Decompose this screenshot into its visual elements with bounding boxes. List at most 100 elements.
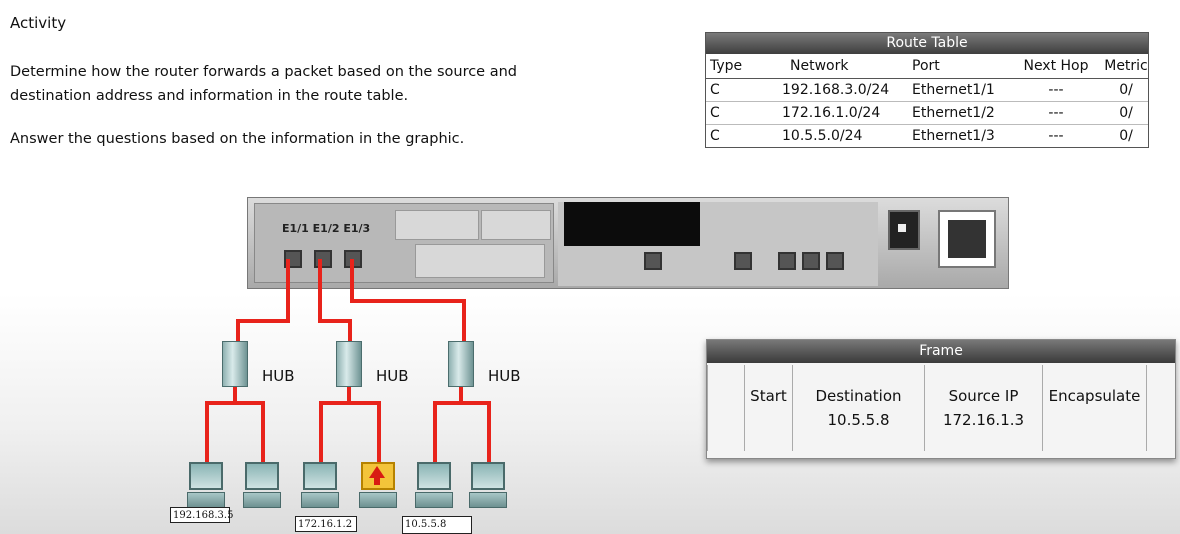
wire	[348, 319, 352, 341]
pc-icon[interactable]	[243, 462, 281, 512]
power-socket-inner	[948, 220, 986, 258]
router-port	[734, 252, 752, 270]
power-knob	[898, 224, 906, 232]
hub-label: HUB	[376, 367, 409, 385]
wire	[462, 299, 466, 341]
frame-fields[interactable]: Start Destination 10.5.5.8 Source IP 172…	[707, 365, 1175, 451]
frame-field-source-ip[interactable]: Source IP 172.16.1.3	[925, 365, 1043, 451]
column-header-network: Network	[790, 58, 849, 74]
column-header-metric: Metric	[1104, 58, 1148, 74]
hub-label: HUB	[488, 367, 521, 385]
pc-screen	[303, 462, 337, 490]
route-table-header: Type Network Port Next Hop Metric	[706, 54, 1148, 79]
pc-icon[interactable]	[301, 462, 339, 512]
wire	[319, 401, 381, 405]
column-header-type: Type	[710, 58, 743, 74]
hub-label: HUB	[262, 367, 295, 385]
router-port	[644, 252, 662, 270]
instruction-text-1: Determine how the router forwards a pack…	[10, 64, 517, 104]
port-e1-2[interactable]	[314, 250, 332, 268]
wire	[233, 387, 237, 405]
frame-field-label: Source IP	[948, 387, 1019, 405]
pc-screen	[417, 462, 451, 490]
cell-network: 172.16.1.0/24	[782, 105, 881, 121]
pc-screen	[189, 462, 223, 490]
wire	[286, 259, 290, 323]
frame-panel: Frame Start Destination 10.5.5.8 Source …	[706, 339, 1176, 459]
router-ports-label: E1/1 E1/2 E1/3	[282, 222, 371, 235]
pc-icon[interactable]	[415, 462, 453, 512]
frame-field-encapsulate[interactable]: Encapsulate	[1043, 365, 1147, 451]
pc-screen	[245, 462, 279, 490]
frame-title: Frame	[707, 340, 1175, 363]
pc-base	[469, 492, 507, 508]
cell-metric: 0/	[1119, 128, 1133, 144]
table-row: C 10.5.5.0/24 Ethernet1/3 --- 0/	[706, 125, 1148, 147]
cell-next-hop: ---	[1048, 105, 1064, 121]
instruction-text-2: Answer the questions based on the inform…	[10, 131, 465, 147]
host-label: 172.16.1.2	[295, 516, 357, 532]
router-blank-panel	[564, 202, 700, 246]
cell-type: C	[710, 128, 720, 144]
table-row: C 192.168.3.0/24 Ethernet1/1 --- 0/	[706, 79, 1148, 102]
wire	[433, 401, 491, 405]
pc-icon[interactable]	[187, 462, 225, 512]
wire	[350, 259, 354, 303]
cell-next-hop: ---	[1048, 128, 1064, 144]
router-module-panel	[254, 203, 554, 283]
pc-base	[359, 492, 397, 508]
frame-field-label: Encapsulate	[1048, 387, 1141, 405]
router-port	[778, 252, 796, 270]
wire	[350, 299, 464, 303]
table-row: C 172.16.1.0/24 Ethernet1/2 --- 0/	[706, 102, 1148, 125]
frame-field-destination[interactable]: Destination 10.5.5.8	[793, 365, 925, 451]
pc-base	[415, 492, 453, 508]
frame-field-start[interactable]: Start	[745, 365, 793, 451]
wire	[205, 401, 209, 463]
cell-port: Ethernet1/1	[912, 82, 995, 98]
route-table: Route Table Type Network Port Next Hop M…	[705, 32, 1149, 148]
wire	[319, 401, 323, 463]
host-label: 10.5.5.8	[402, 516, 472, 534]
activity-heading: Activity	[10, 14, 67, 32]
frame-field-value: 10.5.5.8	[827, 411, 890, 429]
pc-icon[interactable]	[359, 462, 397, 512]
column-header-next-hop: Next Hop	[1023, 58, 1089, 74]
cell-port: Ethernet1/3	[912, 128, 995, 144]
wire	[318, 319, 350, 323]
packet-arrow-stem	[374, 477, 380, 485]
power-switch-icon[interactable]	[888, 210, 920, 250]
wire	[347, 387, 351, 405]
wire	[459, 387, 463, 405]
router-slot	[481, 210, 551, 240]
wire	[318, 259, 322, 323]
wire	[205, 401, 265, 405]
frame-field-label: Destination	[815, 387, 902, 405]
hub-icon[interactable]	[448, 341, 474, 387]
host-label: 192.168.3.5	[170, 507, 233, 523]
router-chassis: E1/1 E1/2 E1/3	[247, 197, 1009, 289]
router-port	[802, 252, 820, 270]
cell-metric: 0/	[1119, 82, 1133, 98]
frame-field-value: 172.16.1.3	[942, 411, 1025, 429]
hub-icon[interactable]	[336, 341, 362, 387]
pc-screen	[471, 462, 505, 490]
wire	[236, 319, 290, 323]
wire	[433, 401, 437, 463]
cell-metric: 0/	[1119, 105, 1133, 121]
pc-icon[interactable]	[469, 462, 507, 512]
cell-next-hop: ---	[1048, 82, 1064, 98]
cell-type: C	[710, 105, 720, 121]
column-header-port: Port	[912, 58, 940, 74]
wire	[487, 401, 491, 463]
pc-base	[301, 492, 339, 508]
router-port	[826, 252, 844, 270]
wire	[261, 401, 265, 463]
power-socket-icon	[938, 210, 996, 268]
cell-type: C	[710, 82, 720, 98]
hub-icon[interactable]	[222, 341, 248, 387]
router-slot	[415, 244, 545, 278]
cell-network: 192.168.3.0/24	[782, 82, 890, 98]
frame-field-blank[interactable]	[707, 365, 745, 451]
packet-arrow-icon	[369, 466, 385, 478]
